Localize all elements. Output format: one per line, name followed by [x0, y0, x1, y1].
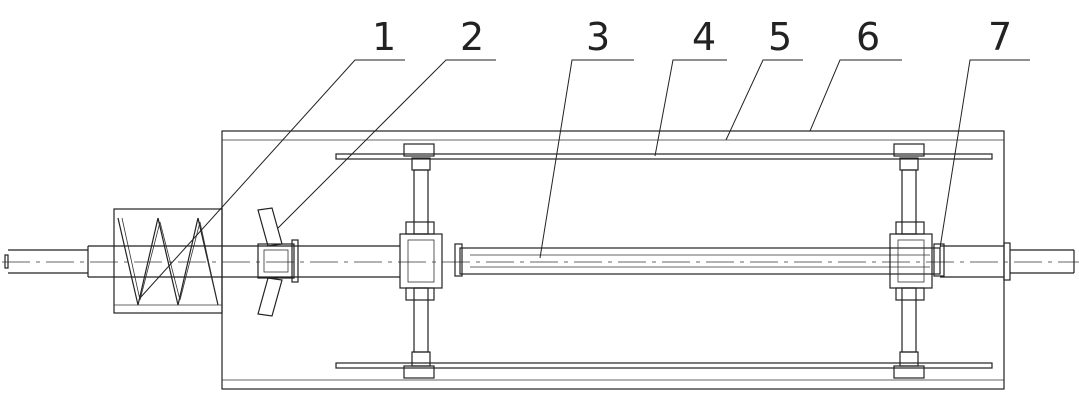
main-shaft [2, 242, 1079, 281]
callout-1: 1 [372, 15, 396, 59]
stirring-blade [257, 207, 299, 317]
callout-7: 7 [988, 15, 1012, 59]
screw-flight [117, 217, 219, 306]
callout-5: 5 [768, 15, 792, 59]
left-support-assembly [399, 143, 443, 379]
callout-3: 3 [586, 15, 610, 59]
inner-tube [454, 243, 945, 277]
callout-4: 4 [692, 15, 716, 59]
housing [221, 130, 1005, 390]
screen-plates [335, 153, 993, 369]
callout-labels: 1 2 3 4 5 6 7 [372, 15, 1012, 59]
leader-lines [139, 59, 1030, 299]
right-support-assembly [889, 143, 933, 379]
callout-6: 6 [856, 15, 880, 59]
callout-2: 2 [460, 15, 484, 59]
screw-feeder-housing [113, 208, 223, 314]
